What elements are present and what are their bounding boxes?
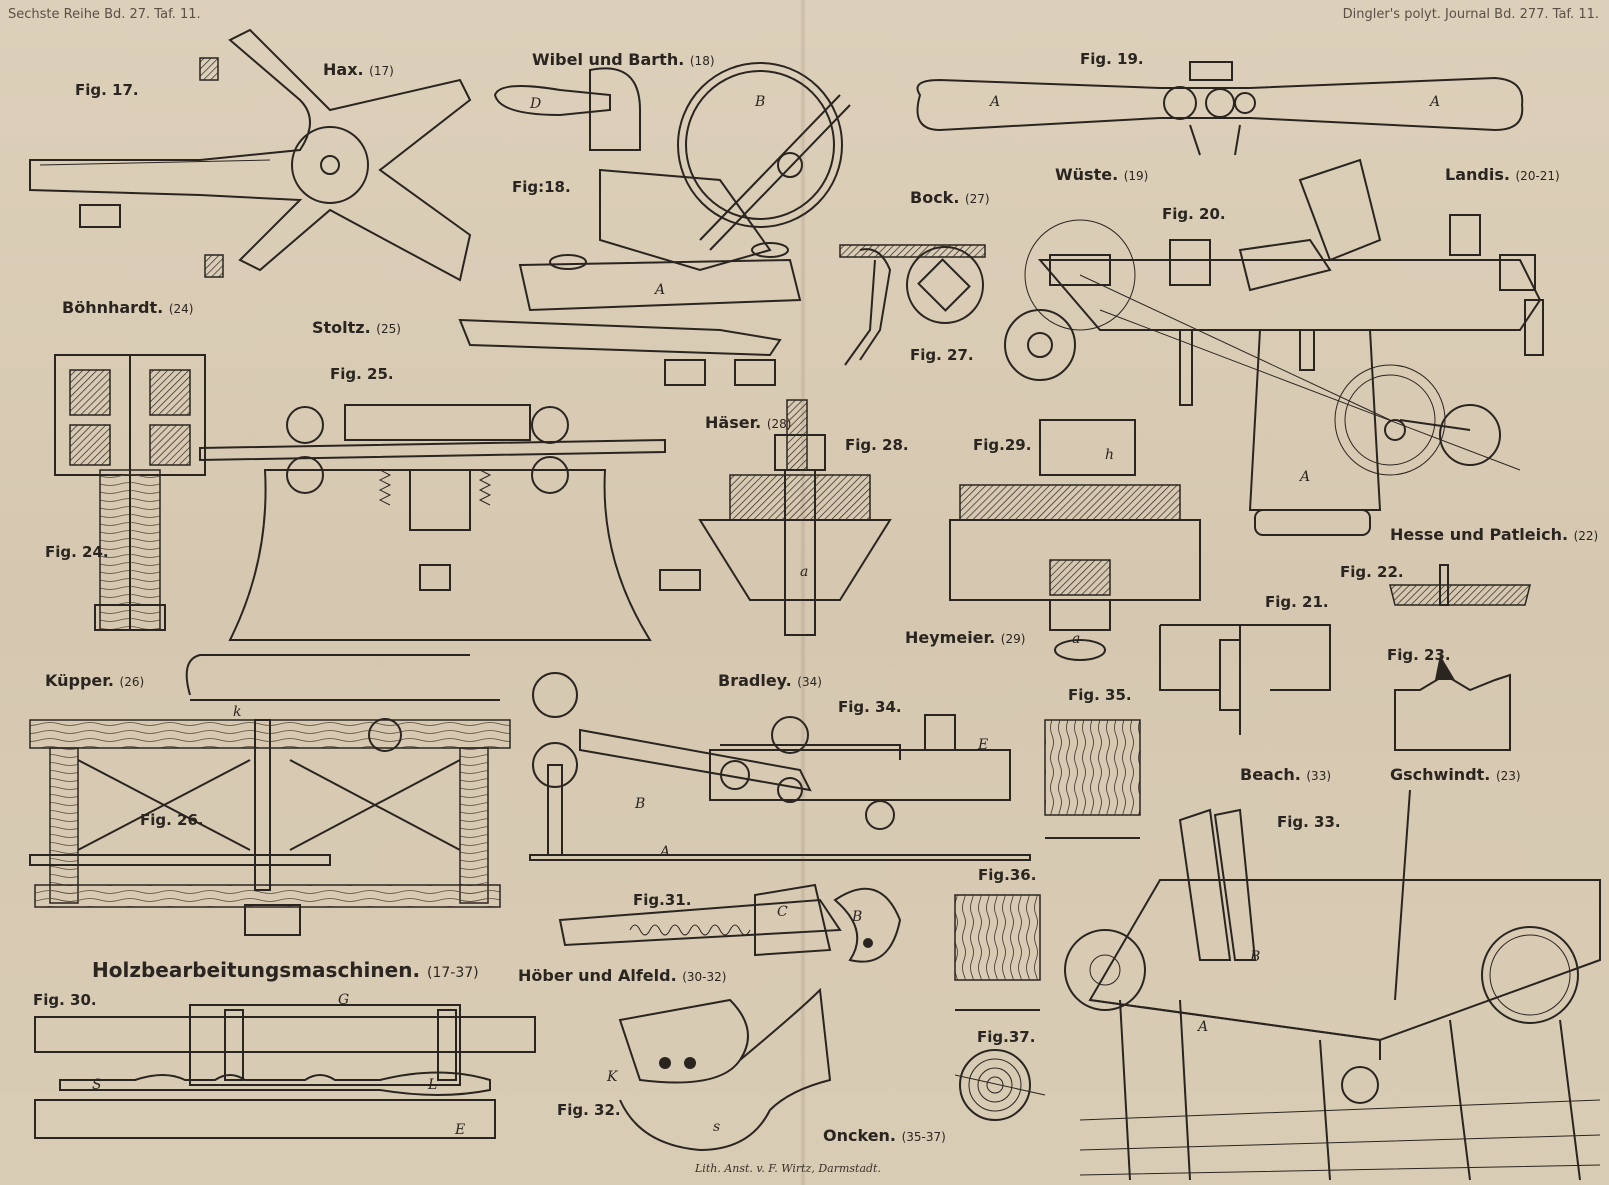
maker-heymeier: Heymeier. (29) xyxy=(905,628,1026,647)
fig17-label: Fig. 17. xyxy=(75,81,139,99)
fig33-letter-b: B xyxy=(1250,949,1261,965)
fig32-label: Fig. 32. xyxy=(557,1101,621,1119)
fig29-drawing xyxy=(949,419,1201,661)
fig34-letter-a: A xyxy=(660,844,671,860)
maker-stoltz: Stoltz. (25) xyxy=(312,318,401,337)
maker-hax: Hax. (17) xyxy=(323,60,394,79)
fig25-drawing xyxy=(199,404,666,641)
maker-wuste: Wüste. (19) xyxy=(1055,165,1149,184)
maker-bock: Bock. (27) xyxy=(910,188,990,207)
fig31-letter-c: C xyxy=(777,904,788,920)
fig31-label: Fig.31. xyxy=(633,891,692,909)
fig31-drawing xyxy=(558,883,902,963)
footer-imprint: Lith. Anst. v. F. Wirtz, Darmstadt. xyxy=(695,1162,881,1175)
fig24-label: Fig. 24. xyxy=(45,543,109,561)
fig37-label: Fig.37. xyxy=(977,1028,1036,1046)
maker-oncken: Oncken. (35-37) xyxy=(823,1126,946,1145)
header-right: Dingler's polyt. Journal Bd. 277. Taf. 1… xyxy=(1342,7,1599,22)
fig37-drawing xyxy=(954,1049,1046,1121)
header-left: Sechste Reihe Bd. 27. Taf. 11. xyxy=(8,7,201,22)
fig24-drawing xyxy=(54,354,206,631)
fig23-drawing xyxy=(1394,655,1511,751)
fig18-drawing xyxy=(458,62,851,386)
fig25-label: Fig. 25. xyxy=(330,365,394,383)
fig33-letter-a: A xyxy=(1198,1019,1209,1035)
fig26-drawing xyxy=(29,654,511,936)
fig30-letter-g: G xyxy=(338,992,350,1008)
fig34-letter-b: B xyxy=(635,796,646,812)
fig20-label: Fig. 20. xyxy=(1162,205,1226,223)
fig30-letter-l: L xyxy=(428,1077,438,1093)
fig30-letter-s: S xyxy=(92,1077,102,1093)
fig32-letter-k: K xyxy=(607,1069,618,1085)
maker-kupper: Küpper. (26) xyxy=(45,671,145,690)
fig18-letter-a: A xyxy=(655,282,666,298)
fig19-label: Fig. 19. xyxy=(1080,50,1144,68)
fig32-letter-s: s xyxy=(713,1119,721,1135)
maker-bohnhardt: Böhnhardt. (24) xyxy=(62,298,194,317)
maker-landis: Landis. (20-21) xyxy=(1445,165,1560,184)
plate-title: Holzbearbeitungsmaschinen. (17-37) xyxy=(92,958,479,982)
fig22-drawing xyxy=(1389,564,1531,606)
fig19-drawing xyxy=(916,61,1524,156)
fig23-label: Fig. 23. xyxy=(1387,646,1451,664)
fig33-label: Fig. 33. xyxy=(1277,813,1341,831)
fig31-letter-b: B xyxy=(852,909,863,925)
fig32-drawing xyxy=(618,987,832,1152)
fig19-letter-a-right: A xyxy=(1430,94,1441,110)
fig28-label: Fig. 28. xyxy=(845,436,909,454)
fig27-drawing xyxy=(839,244,986,366)
fig26-letter-k: k xyxy=(233,704,242,720)
fig34-drawing xyxy=(529,672,1031,861)
fig20-letter-a: A xyxy=(1300,469,1311,485)
maker-hober-alfeld: Höber und Alfeld. (30-32) xyxy=(518,966,727,985)
fig35-label: Fig. 35. xyxy=(1068,686,1132,704)
fig29-letter-h: h xyxy=(1105,447,1115,463)
fig30-letter-e: E xyxy=(455,1122,466,1138)
fig35-drawing xyxy=(1044,719,1141,816)
fig29-letter-a: a xyxy=(1072,631,1081,647)
maker-wibel-barth: Wibel und Barth. (18) xyxy=(532,50,715,69)
maker-beach: Beach. (33) xyxy=(1240,765,1332,784)
fig36-drawing xyxy=(954,894,1041,981)
maker-haser: Häser. (28) xyxy=(705,413,792,432)
fig20-drawing xyxy=(1004,158,1544,536)
fig26-label: Fig. 26. xyxy=(140,811,204,829)
maker-hesse-patleich: Hesse und Patleich. (22) xyxy=(1390,525,1599,544)
fig18-letter-b: B xyxy=(755,94,766,110)
fig18-letter-d: D xyxy=(530,96,542,112)
fig33-drawing xyxy=(1064,789,1601,1181)
fig36-label: Fig.36. xyxy=(978,866,1037,884)
fig30-drawing xyxy=(34,1004,536,1139)
fig21-label: Fig. 21. xyxy=(1265,593,1329,611)
fig27-label: Fig. 27. xyxy=(910,346,974,364)
fig18-label: Fig:18. xyxy=(512,178,571,196)
center-fold xyxy=(800,0,806,1185)
fig22-label: Fig. 22. xyxy=(1340,563,1404,581)
fig17-drawing xyxy=(29,28,472,282)
fig29-label: Fig.29. xyxy=(973,436,1032,454)
fig34-letter-e: E xyxy=(978,737,989,753)
fig19-letter-a-left: A xyxy=(990,94,1001,110)
maker-gschwindt: Gschwindt. (23) xyxy=(1390,765,1521,784)
fig30-label: Fig. 30. xyxy=(33,991,97,1009)
fig28-drawing xyxy=(659,399,892,636)
maker-bradley: Bradley. (34) xyxy=(718,671,822,690)
fig34-label: Fig. 34. xyxy=(838,698,902,716)
fig28-letter-a: a xyxy=(800,564,809,580)
fig21-drawing xyxy=(1159,624,1331,735)
